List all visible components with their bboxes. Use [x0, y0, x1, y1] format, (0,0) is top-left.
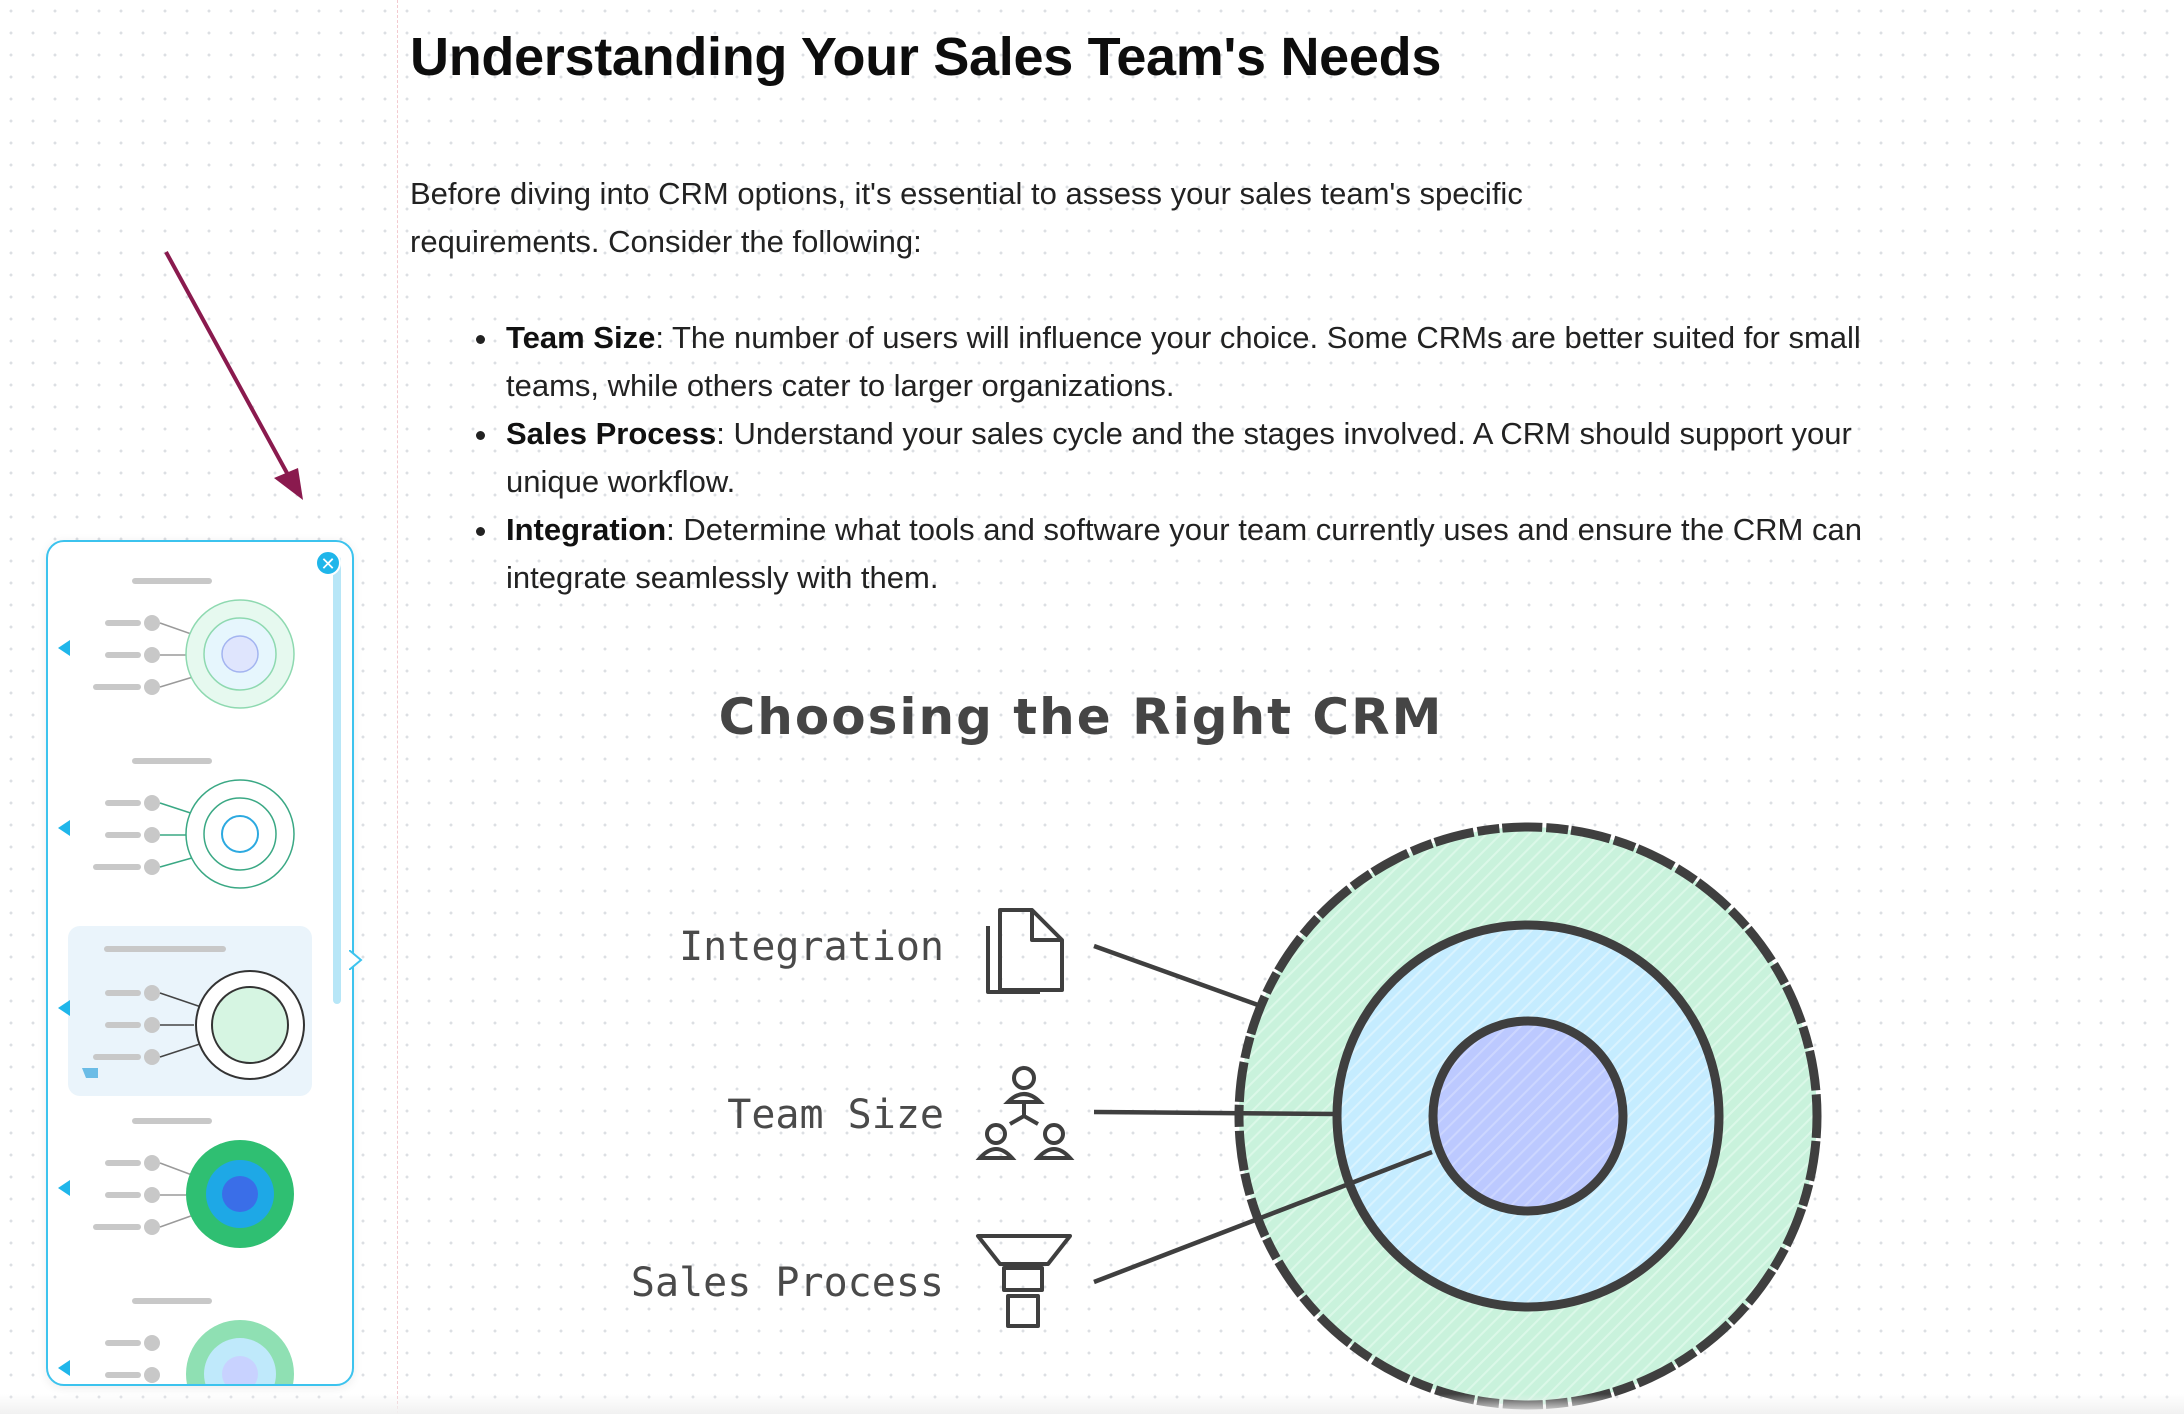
funnel-icon: [976, 1234, 1072, 1328]
label-team-size: Team Size: [727, 1092, 944, 1138]
chevron-left-icon[interactable]: [58, 820, 70, 836]
requirements-list: Team Size: The number of users will infl…: [410, 314, 1866, 602]
page-margin-line: [397, 0, 398, 1414]
label-integration: Integration: [679, 924, 944, 970]
style-option-5[interactable]: [68, 1298, 312, 1384]
documents-icon: [986, 908, 1064, 994]
list-item-text: : The number of users will influence you…: [506, 320, 1861, 403]
panel-pointer: [349, 950, 363, 970]
chevron-left-icon[interactable]: [58, 640, 70, 656]
intro-paragraph: Before diving into CRM options, it's ess…: [410, 176, 1523, 259]
style-option-3-selected[interactable]: [68, 926, 312, 1096]
connector-lines: [1093, 943, 1433, 1285]
target-circles: [1234, 822, 1822, 1410]
panel-scrollbar[interactable]: [333, 556, 341, 1004]
style-option-4[interactable]: [68, 1118, 312, 1288]
label-sales-process: Sales Process: [631, 1260, 944, 1306]
list-item-term: Integration: [506, 512, 667, 547]
connector-sales-process: [1093, 1149, 1433, 1285]
list-item: Integration: Determine what tools and so…: [476, 506, 1866, 602]
style-option-2[interactable]: [68, 758, 312, 928]
list-item: Team Size: The number of users will infl…: [476, 314, 1866, 410]
list-item: Sales Process: Understand your sales cyc…: [476, 410, 1866, 506]
team-icon: [975, 1066, 1075, 1160]
list-item-text: : Understand your sales cycle and the st…: [506, 416, 1852, 499]
style-option-1[interactable]: [68, 578, 312, 748]
connector-team-size: [1093, 1109, 1337, 1117]
bottom-edge: [0, 1394, 2184, 1414]
inner-ring: [1428, 1016, 1628, 1216]
list-item-term: Sales Process: [506, 416, 717, 451]
diagram-title: Choosing the Right CRM: [719, 688, 1444, 746]
close-icon[interactable]: ✕: [315, 550, 341, 576]
chevron-left-icon[interactable]: [58, 1000, 70, 1016]
chevron-left-icon[interactable]: [58, 1180, 70, 1196]
chevron-left-icon[interactable]: [58, 1360, 70, 1376]
style-picker-panel: [46, 540, 354, 1386]
list-item-term: Team Size: [506, 320, 656, 355]
connector-integration: [1093, 943, 1259, 1008]
annotation-arrow: [164, 251, 303, 500]
page-title: Understanding Your Sales Team's Needs: [410, 27, 1442, 87]
list-item-text: : Determine what tools and software your…: [506, 512, 1862, 595]
document-body: Understanding Your Sales Team's Needs Be…: [410, 22, 1862, 602]
